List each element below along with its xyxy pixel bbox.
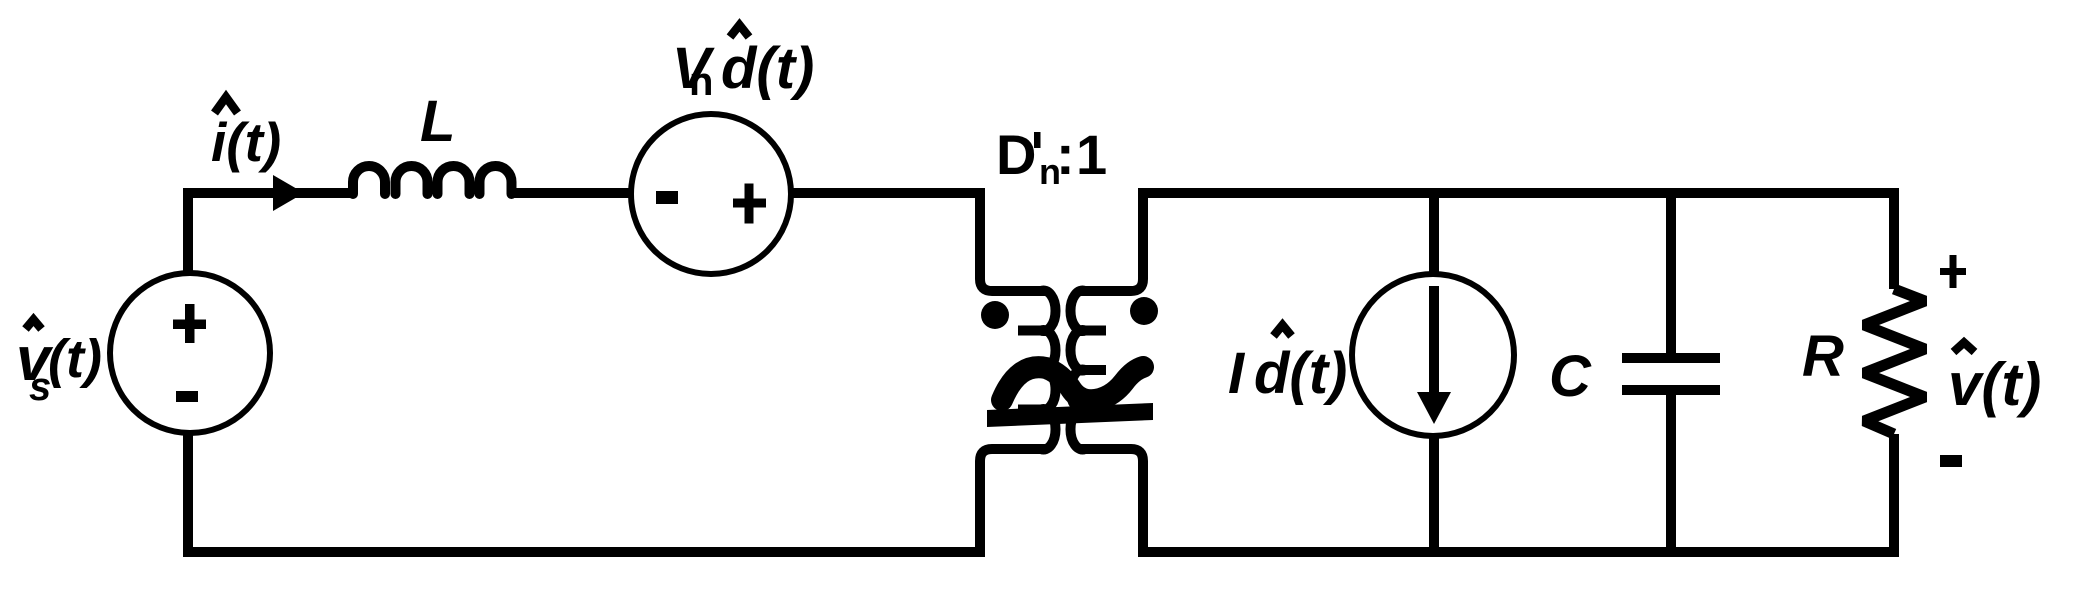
svg-text:n: n	[1039, 151, 1061, 192]
svg-text:s: s	[29, 365, 51, 409]
svg-text:1: 1	[1076, 123, 1107, 186]
svg-text:d(t): d(t)	[721, 36, 814, 101]
svg-text:D: D	[996, 123, 1036, 186]
svg-text:d(t): d(t)	[1254, 341, 1347, 406]
svg-text::: :	[1056, 123, 1075, 186]
svg-text:n: n	[689, 60, 713, 104]
svg-text:V: V	[672, 36, 715, 101]
svg-text:C: C	[1549, 344, 1592, 409]
svg-text:R: R	[1802, 324, 1844, 389]
svg-text:I: I	[1228, 341, 1246, 406]
svg-text:(t): (t)	[48, 329, 102, 389]
svg-text:v(t): v(t)	[1948, 351, 2041, 418]
svg-text:L: L	[420, 89, 455, 154]
svg-text:i(t): i(t)	[211, 111, 281, 173]
svg-text:v: v	[16, 325, 54, 394]
